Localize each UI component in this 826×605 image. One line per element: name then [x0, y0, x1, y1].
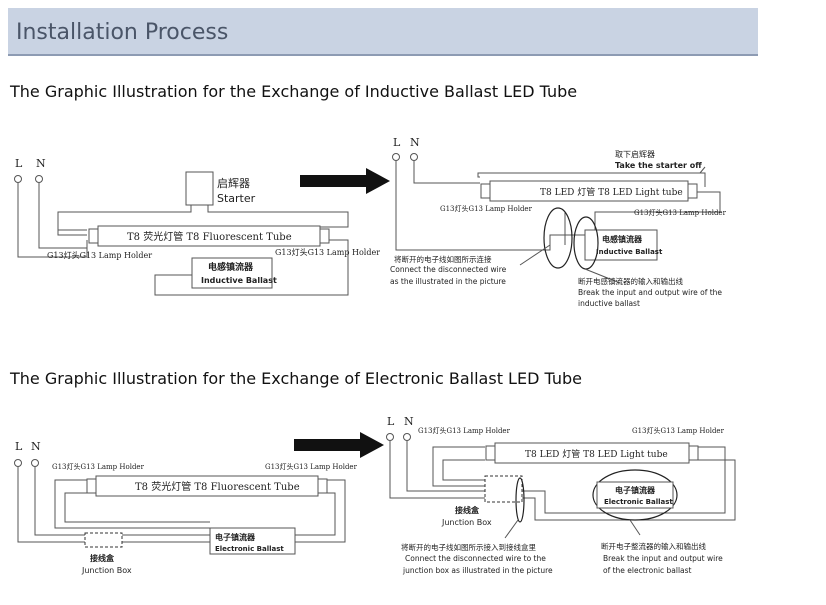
holder-right-label: G13灯头G13 Lamp Holder: [265, 462, 358, 471]
break-en-1: Break the input and output wire of the: [578, 288, 722, 297]
l-label: L: [393, 136, 401, 149]
inductive-heading: The Graphic Illustration for the Exchang…: [10, 82, 578, 101]
connect-en-1: Connect the disconnected wire to the: [405, 554, 546, 563]
arrow-right-icon: [300, 168, 390, 194]
starter-cn: 启辉器: [217, 177, 250, 190]
holder-right-label: G13灯头G13 Lamp Holder: [634, 208, 727, 217]
electronic-ballast: [209, 527, 296, 555]
electronic-ballast: [596, 481, 674, 509]
ballast-cn: 电感镇流器: [208, 261, 254, 273]
n-label: N: [36, 157, 46, 170]
ballast-en: Electronic Ballast: [215, 545, 284, 553]
break-cn: 断开电感镇流器的输入和输出线: [578, 276, 683, 286]
electronic-before-diagram: L N G13灯头G13 Lamp Holder G13灯头G13 Lamp H…: [14, 440, 358, 575]
tube-label: T8 荧光灯管 T8 Fluorescent Tube: [135, 480, 300, 493]
connect-cn: 将断开的电子线如图所示接入到接线盒里: [401, 542, 536, 552]
l-label: L: [387, 415, 395, 428]
n-label: N: [410, 136, 420, 149]
break-cn: 断开电子整流器的输入和输出线: [601, 541, 706, 551]
terminal-l: [14, 175, 22, 183]
break-en-2: of the electronic ballast: [603, 566, 692, 575]
holder-right-label: G13灯头G13 Lamp Holder: [632, 426, 725, 435]
ballast-en: Inductive Ballast: [596, 248, 663, 256]
holder-left-label: G13灯头G13 Lamp Holder: [418, 426, 511, 435]
connect-en-2: as the illustrated in the picture: [390, 277, 506, 286]
section-title: Installation Process: [16, 20, 229, 45]
electronic-after-diagram: L N G13灯头G13 Lamp Holder G13灯头G13 Lamp H…: [386, 415, 736, 575]
jbox-en: Junction Box: [441, 518, 492, 527]
terminal-n: [35, 175, 43, 183]
inductive-after-diagram: L N 取下启辉器 Take the starter off T8 LED 灯管…: [390, 136, 727, 308]
arrow-right-icon: [294, 432, 384, 458]
tube-label: T8 LED 灯管 T8 LED Light tube: [540, 186, 683, 198]
ballast-cn: 电感镇流器: [602, 234, 643, 244]
remove-starter-cn: 取下启辉器: [615, 149, 655, 159]
inductive-ballast: [191, 257, 273, 289]
connect-en-2: junction box as illustrated in the pictu…: [402, 566, 553, 575]
tube-label: T8 荧光灯管 T8 Fluorescent Tube: [127, 230, 292, 243]
junction-box: [84, 532, 123, 548]
ballast-en: Inductive Ballast: [201, 276, 277, 285]
ballast-cn: 电子镇流器: [615, 485, 656, 495]
jbox-en: Junction Box: [81, 566, 132, 575]
holder-right-label: G13灯头G13 Lamp Holder: [275, 247, 380, 257]
tube-label: T8 LED 灯管 T8 LED Light tube: [525, 448, 668, 460]
l-label: L: [15, 157, 23, 170]
connect-cn: 将断开的电子线如图所示连接: [394, 254, 492, 264]
holder-left-label: G13灯头G13 Lamp Holder: [440, 204, 533, 213]
ballast-en: Electronic Ballast: [604, 498, 673, 506]
section-header: Installation Process: [8, 8, 758, 56]
starter: [185, 171, 214, 206]
jbox-cn: 接线盒: [455, 505, 480, 515]
holder-left-label: G13灯头G13 Lamp Holder: [47, 250, 152, 260]
l-label: L: [15, 440, 23, 453]
break-en-2: inductive ballast: [578, 299, 640, 308]
break-en-1: Break the input and output wire: [603, 554, 723, 563]
n-label: N: [31, 440, 41, 453]
jbox-cn: 接线盒: [90, 553, 115, 563]
ballast-cn: 电子镇流器: [215, 532, 256, 542]
n-label: N: [404, 415, 414, 428]
starter-en: Starter: [217, 192, 256, 205]
connect-en-1: Connect the disconnected wire: [390, 265, 507, 274]
electronic-heading: The Graphic Illustration for the Exchang…: [10, 369, 582, 388]
inductive-before-diagram: L N 启辉器 Starter T8 荧光灯管 T8 Fluorescent T…: [14, 157, 380, 296]
holder-left-label: G13灯头G13 Lamp Holder: [52, 462, 145, 471]
remove-starter-en: Take the starter off: [615, 161, 702, 170]
